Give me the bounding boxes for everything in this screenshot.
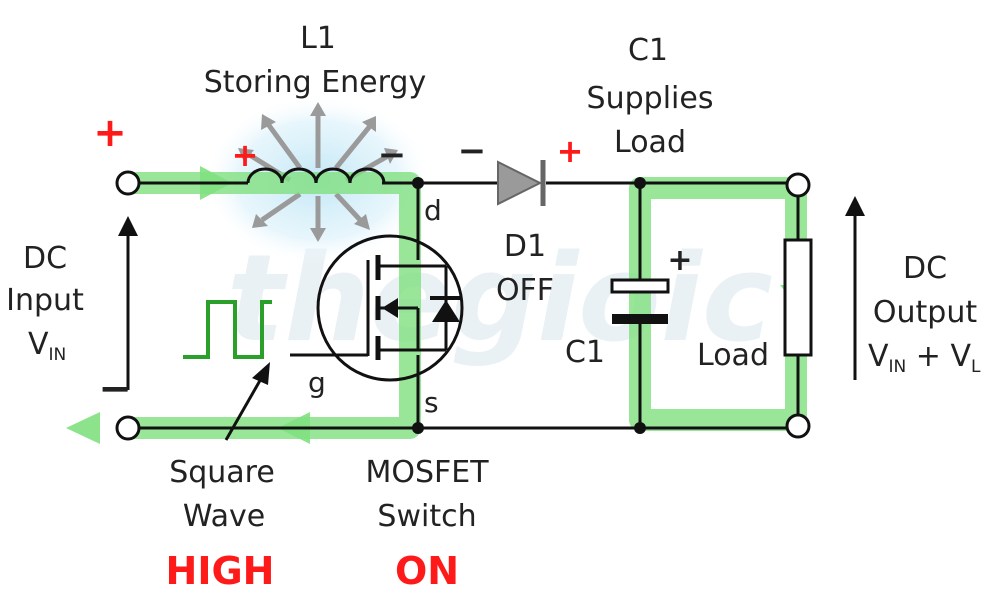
input-minus-sign: −	[98, 366, 132, 412]
square-wave-symbol	[183, 300, 272, 359]
junction-dot	[412, 422, 424, 434]
square-wave-pointer-head	[252, 362, 270, 385]
mosfet-line2: Switch	[377, 499, 476, 534]
l1-minus-sign: −	[378, 135, 407, 175]
capacitor-c1	[610, 278, 670, 324]
c1-top-desc-line2: Load	[614, 125, 686, 160]
flow-arrow-left	[66, 412, 100, 444]
c1-top-desc-line1: Supplies	[587, 81, 714, 116]
vout-label: VIN + VL	[868, 339, 981, 377]
input-voltage-arrow-head	[118, 216, 138, 236]
d1-state: OFF	[496, 273, 554, 308]
junction-dot	[634, 177, 646, 189]
mosfet-switch	[316, 234, 464, 382]
d1-minus-sign: −	[458, 131, 487, 171]
vin-label: VIN	[28, 327, 66, 365]
input-terminal-top	[115, 170, 141, 196]
dc-input-line1: DC	[23, 241, 67, 276]
output-terminal-top	[785, 172, 811, 198]
switch-state-on: ON	[395, 549, 459, 593]
l1-description: Storing Energy	[204, 65, 426, 100]
inductor-l1-coil	[246, 167, 386, 184]
output-terminal-bottom	[785, 413, 811, 439]
drain-label: d	[424, 194, 442, 227]
d1-name: D1	[504, 229, 546, 264]
load-label: Load	[697, 338, 769, 373]
circuit-wires	[137, 181, 800, 430]
gate-label: g	[308, 366, 326, 399]
diode-d1	[497, 160, 546, 206]
mosfet-line1: MOSFET	[365, 455, 489, 490]
dc-output-line1: DC	[903, 251, 947, 286]
output-voltage-arrow-head	[845, 196, 865, 216]
d1-plus-sign: +	[557, 132, 584, 170]
l1-plus-sign: +	[232, 136, 259, 174]
input-terminal-bottom	[115, 415, 141, 441]
input-plus-sign: +	[93, 110, 127, 156]
c1-name: C1	[565, 335, 605, 370]
dc-input-line2: Input	[6, 283, 84, 318]
junction-dot	[412, 177, 424, 189]
dc-output-line2: Output	[873, 295, 977, 330]
square-wave-line1: Square	[169, 455, 275, 490]
l1-name: L1	[300, 21, 336, 56]
load-resistor	[783, 238, 813, 357]
c1-top-name: C1	[628, 33, 668, 68]
c1-plus-sign: +	[667, 243, 692, 278]
junction-dot	[634, 422, 646, 434]
gate-state-high: HIGH	[166, 549, 275, 593]
square-wave-pointer	[224, 376, 264, 441]
source-label: s	[424, 386, 439, 419]
square-wave-line2: Wave	[183, 499, 265, 534]
